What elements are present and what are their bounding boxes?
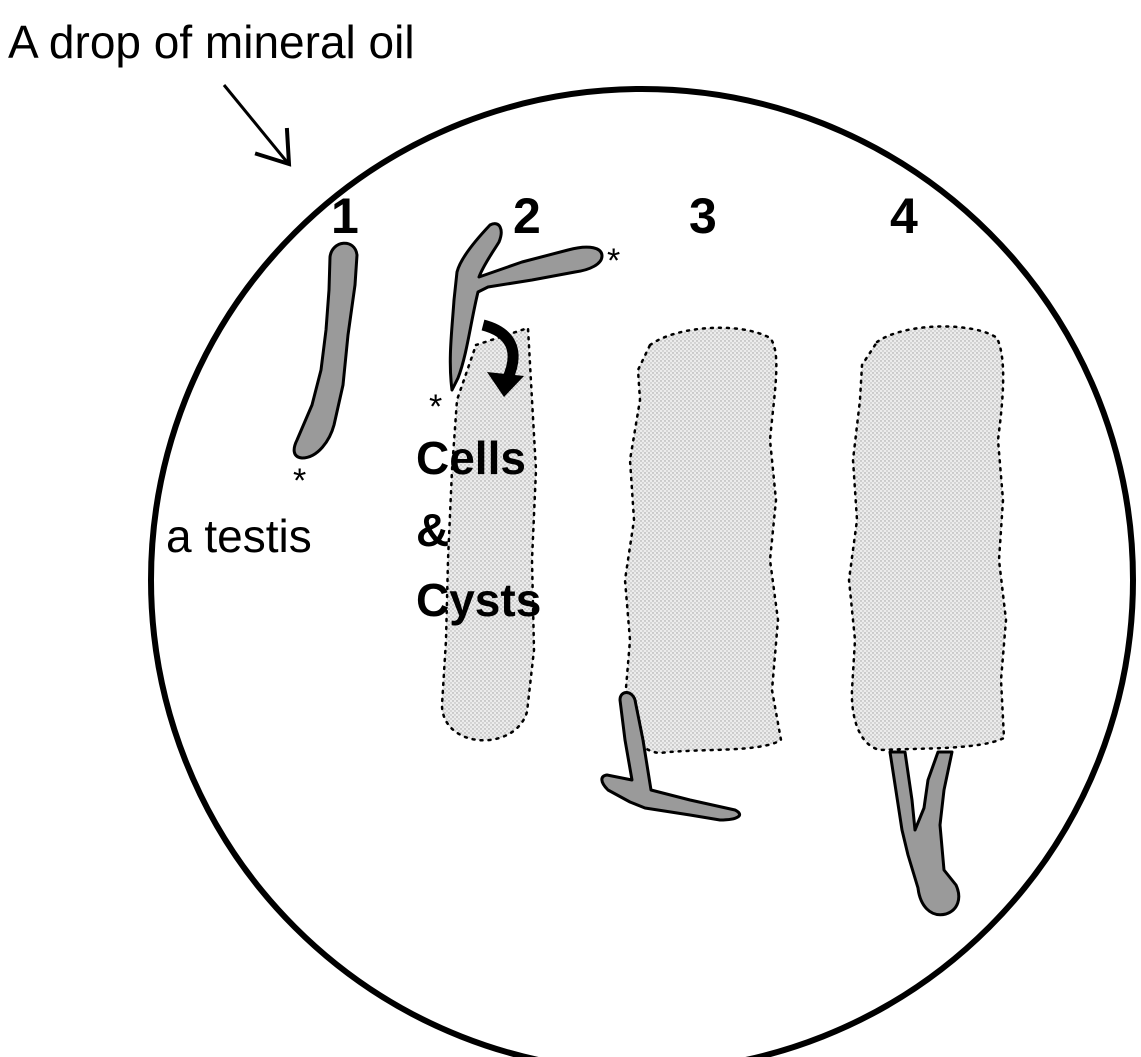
testis-stage-2: [448, 222, 604, 392]
cells-label-line-2: &: [416, 504, 449, 556]
curved-arrow-icon: [481, 319, 524, 397]
testis-stage-1: [292, 241, 359, 460]
step-number-4: 4: [890, 188, 918, 244]
cells-label-line-1: Cells: [416, 432, 526, 484]
step-number-2: 2: [513, 188, 541, 244]
tip-marker-stage-1: *: [293, 462, 306, 500]
tip-marker-stage-2-right: *: [607, 242, 620, 280]
mineral-oil-drop: [148, 86, 1136, 1057]
tip-marker-stage-2-left: *: [429, 388, 442, 426]
cell-spread-stage-4: [847, 325, 1008, 752]
cells-label-line-3: Cysts: [416, 574, 541, 626]
cell-spread-stage-2: [440, 326, 538, 742]
testis-stage-3: [600, 691, 741, 822]
diagram-title: A drop of mineral oil: [8, 16, 415, 68]
step-number-1: 1: [331, 188, 359, 244]
testis-stage-4: [888, 750, 961, 917]
title-pointer-arrow: [222, 84, 292, 167]
testis-caption: a testis: [166, 510, 312, 562]
step-number-3: 3: [689, 188, 717, 244]
cell-spread-stage-3: [623, 326, 783, 755]
